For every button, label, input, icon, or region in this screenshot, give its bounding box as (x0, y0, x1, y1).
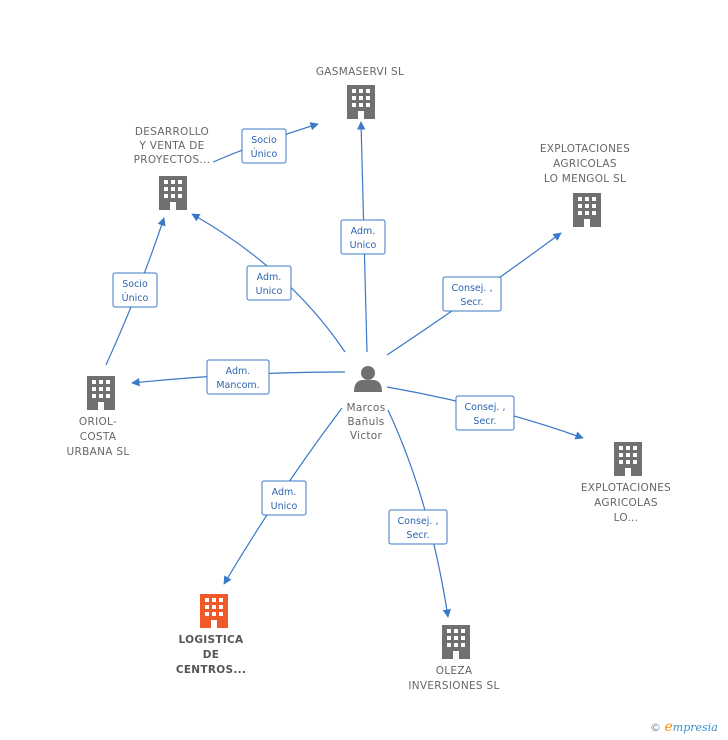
building-icon (87, 376, 115, 410)
node-label-line: ORIOL- (79, 416, 117, 428)
edge-labels: Adm. Unico Socio Único Adm. Unico Socio … (112, 128, 515, 545)
edge-label-line: Único (122, 292, 149, 304)
node-explotaciones-lo[interactable]: EXPLOTACIONES AGRICOLAS LO... (581, 442, 671, 524)
node-label-line: Victor (350, 430, 383, 442)
edge-label-line: Adm. (257, 272, 282, 283)
node-label-line: DE (203, 649, 220, 661)
node-label-line: EXPLOTACIONES (581, 482, 671, 494)
node-label-line: INVERSIONES SL (408, 680, 499, 692)
person-icon (354, 366, 382, 392)
edge-label-line: Socio (122, 279, 148, 290)
edge-label-center-mengol[interactable]: Consej. , Secr. (442, 276, 502, 312)
edge-label-line: Secr. (460, 297, 483, 308)
node-oriol[interactable]: ORIOL- COSTA URBANA SL (67, 376, 130, 458)
edge-label-desarrollo-gasmaservi[interactable]: Socio Único (241, 128, 287, 164)
edge-label-line: Consej. , (398, 516, 439, 527)
node-label-line: Marcos (346, 402, 385, 414)
edge-label-line: Adm. (226, 366, 251, 377)
building-icon (442, 625, 470, 659)
node-gasmaservi[interactable]: GASMASERVI SL (316, 66, 404, 119)
edge-label-line: Mancom. (216, 380, 259, 391)
building-icon (200, 594, 228, 628)
building-icon (159, 176, 187, 210)
edge-label-line: Unico (256, 286, 283, 297)
node-label-line: Y VENTA DE (138, 140, 204, 152)
edge-label-line: Adm. (351, 226, 376, 237)
edge-label-line: Unico (350, 240, 377, 251)
node-oleza[interactable]: OLEZA INVERSIONES SL (408, 625, 499, 692)
edge-label-line: Adm. (272, 487, 297, 498)
building-icon (573, 193, 601, 227)
edge-label-center-oleza[interactable]: Consej. , Secr. (388, 509, 448, 545)
node-label-line: COSTA (80, 431, 117, 443)
edge-label-line: Único (251, 148, 278, 160)
brand-logo-initial: e (664, 719, 673, 735)
edge-label-line: Secr. (473, 416, 496, 427)
node-label-line: DESARROLLO (135, 126, 209, 138)
building-icon (347, 85, 375, 119)
edge-label-line: Unico (271, 501, 298, 512)
edge-label-center-gasmaservi[interactable]: Adm. Unico (340, 219, 386, 255)
node-label-line: PROYECTOS... (134, 154, 211, 166)
node-label-line: LOGISTICA (179, 634, 245, 646)
node-label-line: LO... (614, 512, 639, 524)
edge-label-line: Consej. , (452, 283, 493, 294)
edge-label-line: Secr. (406, 530, 429, 541)
copyright-icon: © (650, 721, 661, 734)
node-logistica[interactable]: LOGISTICA DE CENTROS... (176, 594, 246, 676)
node-label-line: EXPLOTACIONES (540, 143, 630, 155)
building-icon (614, 442, 642, 476)
node-label-line: OLEZA (436, 665, 473, 677)
footer-brand[interactable]: © empresia (650, 719, 718, 735)
edge-label-center-desarrollo[interactable]: Adm. Unico (246, 265, 292, 301)
edge-label-oriol-desarrollo[interactable]: Socio Único (112, 272, 158, 308)
node-label-line: URBANA SL (67, 446, 130, 458)
node-label-line: AGRICOLAS (594, 497, 658, 509)
node-label-line: GASMASERVI SL (316, 66, 404, 78)
edge-label-line: Socio (251, 135, 277, 146)
node-center[interactable]: Marcos Bañuls Victor (346, 366, 385, 442)
edge-label-line: Consej. , (465, 402, 506, 413)
edge-label-center-oriol[interactable]: Adm. Mancom. (206, 359, 270, 395)
node-label-line: LO MENGOL SL (544, 173, 626, 185)
edge-label-center-explotaciones-lo[interactable]: Consej. , Secr. (455, 395, 515, 431)
node-explotaciones-mengol[interactable]: EXPLOTACIONES AGRICOLAS LO MENGOL SL (540, 143, 630, 227)
node-desarrollo[interactable]: DESARROLLO Y VENTA DE PROYECTOS... (134, 126, 211, 210)
edge-label-center-logistica[interactable]: Adm. Unico (261, 480, 307, 516)
node-label-line: CENTROS... (176, 664, 246, 676)
brand-logo-text: mpresia (672, 721, 718, 734)
node-label-line: AGRICOLAS (553, 158, 617, 170)
node-label-line: Bañuls (347, 416, 384, 428)
edge-center-oleza[interactable] (387, 409, 452, 618)
